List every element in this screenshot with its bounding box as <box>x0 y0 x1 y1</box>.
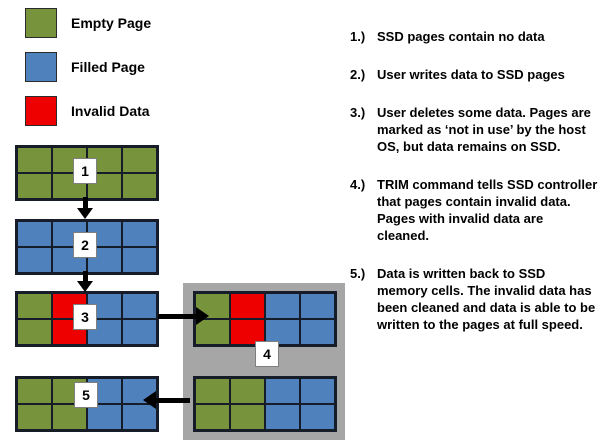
legend-label-invalid-data: Invalid Data <box>71 103 150 119</box>
empty-page-cell <box>195 378 230 404</box>
empty-page-cell <box>17 173 52 199</box>
invalid-page-cell <box>230 319 265 345</box>
empty-page-swatch <box>25 8 57 38</box>
step-number: 2.) <box>350 67 366 82</box>
step4-label: 4 <box>255 341 279 367</box>
explanation-step-5: 5.) Data is written back to SSD memory c… <box>350 265 598 333</box>
legend-item-invalid-data: Invalid Data <box>25 96 151 126</box>
empty-page-cell <box>195 404 230 430</box>
arrow-left-icon <box>143 391 156 409</box>
filled-page-cell <box>300 319 335 345</box>
arrow-left-shaft <box>156 398 190 403</box>
ssd-grid-step4 <box>193 291 337 347</box>
empty-page-cell <box>17 147 52 173</box>
filled-page-cell <box>265 293 300 319</box>
step-text: User deletes some data. Pages are marked… <box>377 105 591 154</box>
filled-page-cell <box>265 378 300 404</box>
empty-page-cell <box>122 147 157 173</box>
filled-page-cell <box>300 378 335 404</box>
empty-page-cell <box>17 404 52 430</box>
ssd-grid-step2 <box>15 219 159 275</box>
filled-page-swatch <box>25 52 57 82</box>
filled-page-cell <box>122 293 157 319</box>
filled-page-cell <box>300 293 335 319</box>
invalid-data-swatch <box>25 96 57 126</box>
legend: Empty Page Filled Page Invalid Data <box>25 8 151 140</box>
filled-page-cell <box>265 319 300 345</box>
legend-item-filled-page: Filled Page <box>25 52 151 82</box>
filled-page-cell <box>87 404 122 430</box>
arrow-right-icon <box>196 307 209 325</box>
invalid-page-cell <box>230 293 265 319</box>
step-text: User writes data to SSD pages <box>377 67 565 82</box>
empty-page-cell <box>230 378 265 404</box>
ssd-grid-cleaned <box>193 376 337 432</box>
empty-page-cell <box>17 293 52 319</box>
arrow-down-1-icon <box>77 208 93 219</box>
step-number: 1.) <box>350 29 366 44</box>
step-text: Data is written back to SSD memory cells… <box>377 266 596 332</box>
filled-page-cell <box>300 404 335 430</box>
explanation-step-2: 2.) User writes data to SSD pages <box>350 66 598 83</box>
empty-page-cell <box>52 404 87 430</box>
filled-page-cell <box>122 247 157 273</box>
legend-label-filled-page: Filled Page <box>71 59 145 75</box>
filled-page-cell <box>122 221 157 247</box>
empty-page-cell <box>17 378 52 404</box>
step-text: SSD pages contain no data <box>377 29 545 44</box>
filled-page-cell <box>265 404 300 430</box>
explanation-step-4: 4.) TRIM command tells SSD controller th… <box>350 176 598 244</box>
arrow-down-2-icon <box>77 281 93 292</box>
step3-label: 3 <box>73 304 97 330</box>
empty-page-cell <box>17 319 52 345</box>
step2-label: 2 <box>73 232 97 258</box>
step-number: 4.) <box>350 177 366 192</box>
step-text: TRIM command tells SSD controller that p… <box>377 177 598 243</box>
step-number: 5.) <box>350 266 366 281</box>
explanation-list: 1.) SSD pages contain no data 2.) User w… <box>350 28 598 354</box>
arrow-down-1-shaft <box>83 197 88 209</box>
filled-page-cell <box>17 247 52 273</box>
empty-page-cell <box>230 404 265 430</box>
empty-page-cell <box>122 173 157 199</box>
legend-label-empty-page: Empty Page <box>71 15 152 31</box>
explanation-step-3: 3.) User deletes some data. Pages are ma… <box>350 104 598 155</box>
explanation-step-1: 1.) SSD pages contain no data <box>350 28 598 45</box>
filled-page-cell <box>122 319 157 345</box>
step5-label: 5 <box>74 382 98 408</box>
step-number: 3.) <box>350 105 366 120</box>
filled-page-cell <box>17 221 52 247</box>
arrow-down-2-shaft <box>83 271 88 283</box>
step1-label: 1 <box>73 158 97 184</box>
arrow-right-shaft <box>158 314 197 319</box>
legend-item-empty-page: Empty Page <box>25 8 151 38</box>
